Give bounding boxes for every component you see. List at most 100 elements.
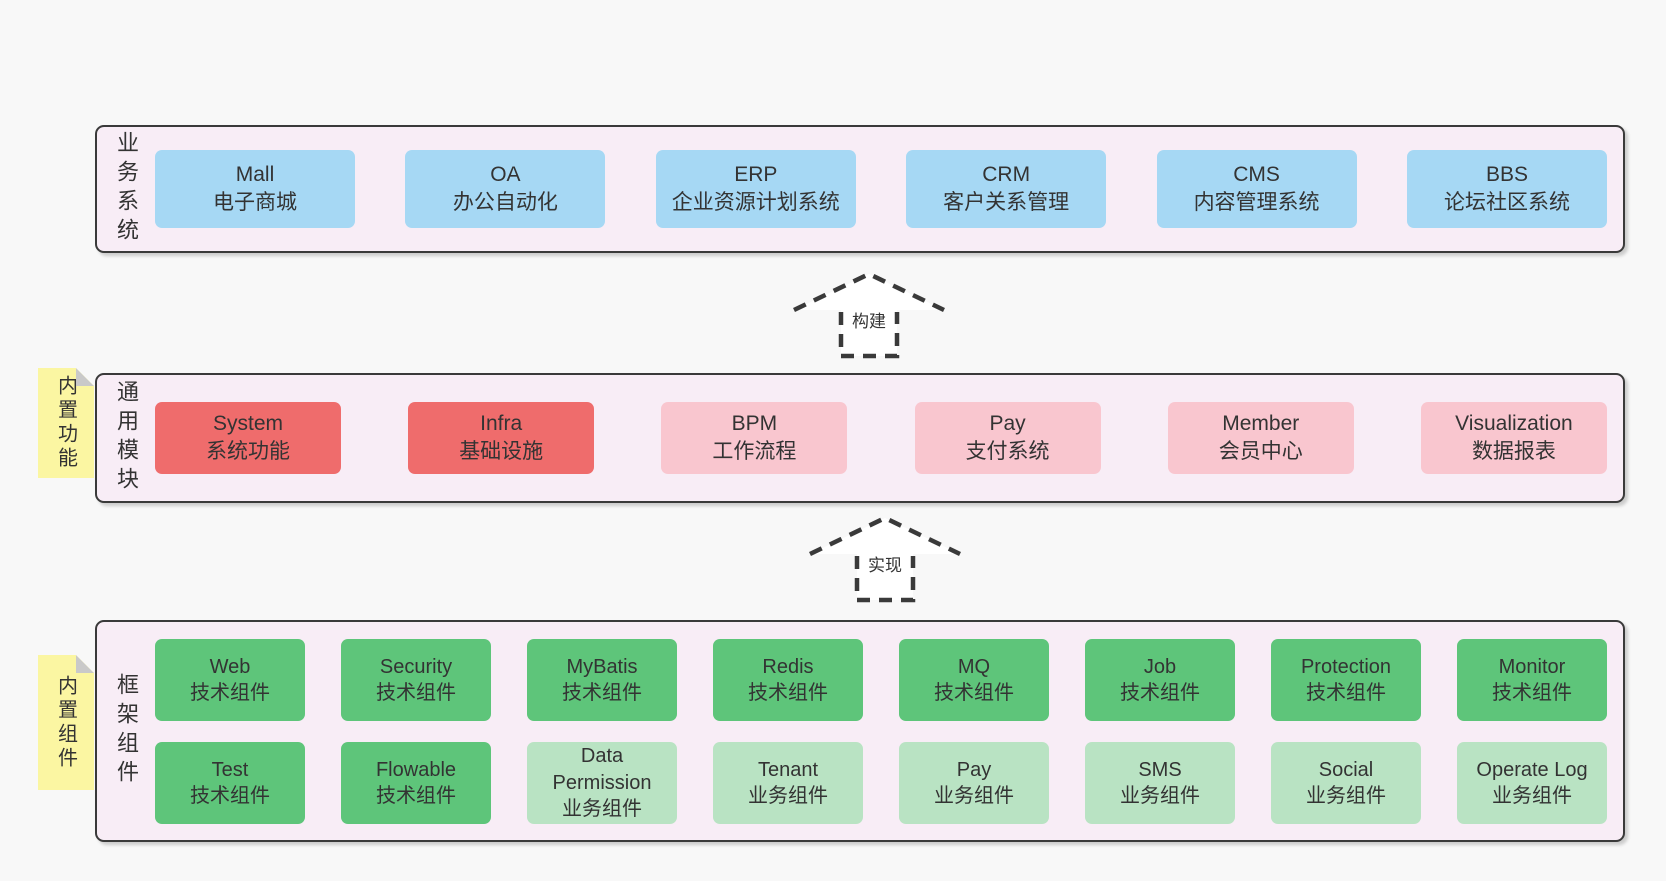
business-systems-row: Mall 电子商城 OA 办公自动化 ERP 企业资源计划系统 CRM 客户关系管理 CMS 内容… [155,127,1607,251]
box-subtitle: 内容管理系统 [1193,191,1320,214]
box-subtitle: 基础设施 [459,440,544,463]
folded-corner-icon [76,655,94,673]
layer-common-modules: 通用模块 System 系统功能 Infra 基础设施 BPM 工作流程 Pay 支付系统 Me… [95,373,1625,503]
box-title: MQ [957,655,991,678]
module-box-redis: Redis 技术组件 [713,639,863,721]
module-box-bpm: BPM 工作流程 [661,402,848,474]
box-title: CMS [1233,163,1280,187]
box-title: Infra [480,412,523,436]
module-box-web: Web 技术组件 [155,639,305,721]
box-title: Tenant [757,758,819,781]
box-title: Job [1143,655,1177,678]
box-subtitle: 技术组件 [748,682,828,704]
box-subtitle: 技术组件 [190,785,270,807]
sticky-note-text: 内置功能 [54,375,77,471]
layer-title-business-systems: 业务系统 [97,127,155,251]
box-subtitle: 技术组件 [1120,682,1200,704]
layer-title-framework-components: 框架组件 [97,622,155,840]
box-subtitle: 数据报表 [1471,440,1556,463]
box-title: Visualization [1455,412,1573,436]
module-box-bbs: BBS 论坛社区系统 [1406,150,1607,228]
box-title: ERP [734,163,778,187]
module-box-visualization: Visualization 数据报表 [1420,402,1607,474]
layer-title-common-modules: 通用模块 [97,375,155,501]
module-box-cms: CMS 内容管理系统 [1156,150,1357,228]
arrow-implement: 实现 [800,510,970,606]
module-box-operate-log: Operate Log 业务组件 [1457,742,1607,824]
common-modules-row: System 系统功能 Infra 基础设施 BPM 工作流程 Pay 支付系统 Member 会… [155,375,1607,501]
box-subtitle: 电子商城 [213,191,297,214]
module-box-test: Test 技术组件 [155,742,305,824]
box-subtitle: 业务组件 [748,785,828,807]
box-title: Pay [989,412,1026,436]
box-subtitle: 工作流程 [712,440,797,463]
arrow-build-label: 构建 [849,307,889,332]
box-title: Redis [762,655,814,678]
box-subtitle: 技术组件 [190,682,270,704]
module-box-infra: Infra 基础设施 [408,402,595,474]
box-subtitle: 客户关系管理 [943,191,1070,214]
sticky-note-built-in-components: 内置组件 [38,655,94,790]
box-title: Pay [956,758,992,781]
box-title: Operate Log [1476,758,1588,781]
box-title: System [212,412,283,436]
module-box-social: Social 业务组件 [1271,742,1421,824]
module-box-mq: MQ 技术组件 [899,639,1049,721]
box-title: BBS [1485,163,1528,187]
module-box-oa: OA 办公自动化 [405,150,606,228]
box-subtitle: 技术组件 [1492,682,1572,704]
box-subtitle: 办公自动化 [452,191,558,214]
layer-business-systems: 业务系统 Mall 电子商城 OA 办公自动化 ERP 企业资源计划系统 CRM 客户关系管理… [95,125,1625,253]
box-subtitle: 支付系统 [965,440,1050,463]
module-box-job: Job 技术组件 [1085,639,1235,721]
box-title: CRM [982,163,1031,187]
box-subtitle: 会员中心 [1218,440,1303,463]
box-subtitle: 系统功能 [206,440,290,463]
box-title: Monitor [1498,655,1566,678]
box-subtitle: 业务组件 [562,798,642,821]
box-title: OA [490,163,521,187]
layer-title-text: 通用模块 [114,380,139,496]
box-subtitle: 论坛社区系统 [1443,191,1570,214]
layer-title-text: 业务系统 [114,131,139,247]
box-title: Social [1318,758,1374,781]
module-box-data-permission: Data Permission 业务组件 [527,742,677,824]
box-subtitle: 业务组件 [1306,785,1386,807]
module-box-crm: CRM 客户关系管理 [906,150,1107,228]
sticky-note-text: 内置组件 [54,674,77,771]
module-box-tenant: Tenant 业务组件 [713,742,863,824]
box-subtitle: 技术组件 [934,682,1014,704]
box-subtitle: 业务组件 [1492,785,1572,807]
layer-title-text: 框架组件 [114,673,139,789]
box-title: BPM [731,412,778,436]
box-subtitle: 企业资源计划系统 [671,191,840,214]
box-title: MyBatis [566,655,638,678]
module-box-monitor: Monitor 技术组件 [1457,639,1607,721]
box-title: Member [1222,412,1300,436]
module-box-erp: ERP 企业资源计划系统 [655,150,856,228]
box-subtitle: 技术组件 [1306,682,1386,704]
module-box-member: Member 会员中心 [1167,402,1354,474]
box-title: Mall [235,163,275,187]
box-subtitle: 业务组件 [1120,785,1200,807]
module-box-mall: Mall 电子商城 [155,150,355,228]
box-subtitle: 业务组件 [934,785,1014,807]
module-box-system: System 系统功能 [155,402,341,474]
folded-corner-icon [76,368,94,386]
box-title: SMS [1138,758,1182,781]
box-title: Web [209,655,251,678]
box-subtitle: 技术组件 [376,682,456,704]
box-title: Test [211,758,249,781]
arrow-implement-label: 实现 [865,551,905,576]
box-title: Data Permission [552,745,652,794]
arrow-build: 构建 [784,266,954,362]
